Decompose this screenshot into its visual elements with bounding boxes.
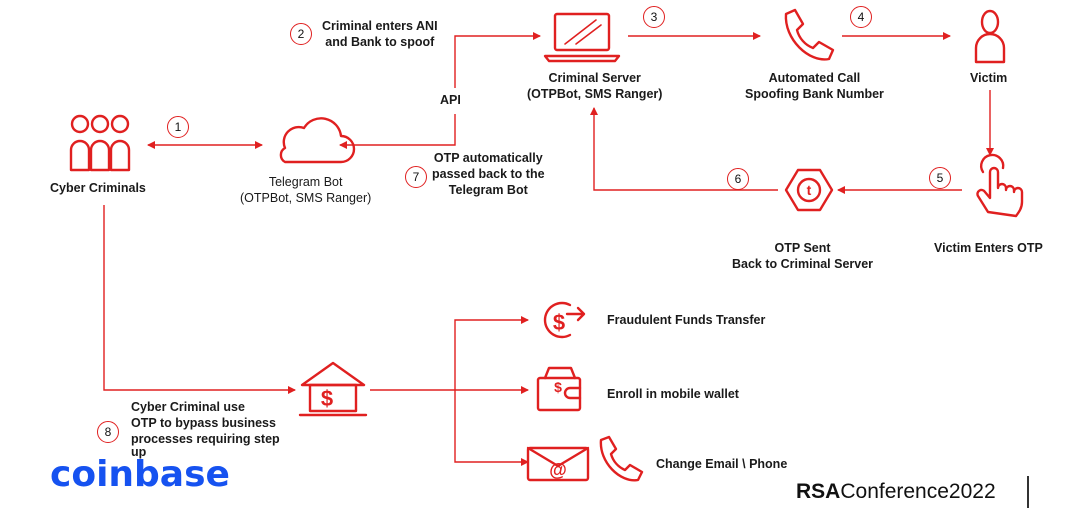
outcome-wallet: Enroll in mobile wallet bbox=[607, 387, 739, 401]
cloud-icon bbox=[279, 117, 356, 164]
annotation-step2-line2: and Bank to spoof bbox=[325, 35, 435, 49]
svg-text:@: @ bbox=[549, 460, 567, 480]
telegram-t-icon bbox=[784, 168, 834, 212]
step-6-badge: 6 bbox=[727, 168, 749, 190]
label-victim-enters-otp: Victim Enters OTP bbox=[934, 241, 1043, 255]
annotation-step7-line3: Telegram Bot bbox=[448, 183, 528, 197]
laptop-icon bbox=[543, 12, 621, 63]
step-1-badge: 1 bbox=[167, 116, 189, 138]
label-victim: Victim bbox=[970, 71, 1008, 85]
step-8-badge: 8 bbox=[97, 421, 119, 443]
annotation-step8-line3: processes requiring step bbox=[131, 432, 280, 446]
arrow-api-to-server bbox=[454, 32, 541, 88]
outcome-funds: Fraudulent Funds Transfer bbox=[607, 313, 766, 327]
automated-call-sub: Spoofing Bank Number bbox=[745, 87, 884, 101]
person-icon bbox=[974, 9, 1006, 64]
arrow-api-to-telegram bbox=[339, 114, 456, 149]
hand-tap-icon bbox=[976, 153, 1024, 218]
label-telegram-bot: Telegram Bot (OTPBot, SMS Ranger) bbox=[240, 174, 371, 206]
coinbase-logo: coinbase bbox=[50, 454, 230, 495]
svg-text:$: $ bbox=[553, 310, 565, 335]
people-group-icon bbox=[69, 114, 131, 172]
label-otp-sent: OTP Sent Back to Criminal Server bbox=[732, 240, 873, 272]
svg-text:$: $ bbox=[321, 386, 333, 411]
telegram-bot-sub: (OTPBot, SMS Ranger) bbox=[240, 191, 372, 205]
annotation-step2: Criminal enters ANI and Bank to spoof bbox=[322, 18, 438, 50]
otp-sent-sub: Back to Criminal Server bbox=[732, 257, 874, 271]
dollar-arrow-icon bbox=[543, 301, 586, 339]
annotation-step7: OTP automatically passed back to the Tel… bbox=[432, 150, 545, 198]
annotation-step7-line2: passed back to the bbox=[432, 167, 545, 181]
outcome-email: Change Email \ Phone bbox=[656, 457, 788, 471]
step-2-badge: 2 bbox=[290, 23, 312, 45]
annotation-step8-line2: OTP to bypass business bbox=[131, 416, 276, 430]
annotation-step7-line1: OTP automatically bbox=[433, 151, 543, 165]
step-5-badge: 5 bbox=[929, 167, 951, 189]
svg-text:$: $ bbox=[554, 379, 562, 395]
arrow-otp-server bbox=[590, 107, 778, 191]
arrow-criminals-bank bbox=[103, 205, 296, 394]
otp-sent-title: OTP Sent bbox=[774, 241, 831, 255]
svg-text:t: t bbox=[807, 182, 812, 198]
step-4-badge: 4 bbox=[850, 6, 872, 28]
telegram-bot-title: Telegram Bot bbox=[268, 175, 343, 189]
label-automated-call: Automated Call Spoofing Bank Number bbox=[745, 70, 884, 102]
step-3-badge: 3 bbox=[643, 6, 665, 28]
email-at-icon bbox=[526, 446, 590, 482]
label-cyber-criminals: Cyber Criminals bbox=[50, 181, 146, 195]
rsa-bold: RSA bbox=[796, 480, 841, 503]
bank-icon bbox=[298, 361, 368, 417]
annotation-step2-line1: Criminal enters ANI bbox=[322, 19, 438, 33]
annotation-step8-line1: Cyber Criminal use bbox=[131, 400, 245, 414]
annotation-step8: Cyber Criminal use OTP to bypass busines… bbox=[131, 399, 280, 460]
criminal-server-title: Criminal Server bbox=[548, 71, 641, 85]
rsa-divider bbox=[1027, 476, 1029, 508]
annotation-step8-line4: up bbox=[131, 445, 147, 459]
label-api: API bbox=[440, 93, 461, 107]
criminal-server-sub: (OTPBot, SMS Ranger) bbox=[527, 87, 663, 101]
step-7-badge: 7 bbox=[405, 166, 427, 188]
rsa-conference-logo: RSAConference2022 bbox=[796, 480, 996, 504]
arrow-to-funds bbox=[454, 316, 529, 390]
arrow-to-email bbox=[454, 390, 529, 466]
rsa-rest: Conference2022 bbox=[840, 480, 996, 503]
wallet-icon bbox=[536, 366, 582, 412]
phone-icon bbox=[784, 8, 835, 61]
label-criminal-server: Criminal Server (OTPBot, SMS Ranger) bbox=[527, 70, 662, 102]
phone-icon bbox=[599, 435, 644, 482]
automated-call-title: Automated Call bbox=[768, 71, 861, 85]
